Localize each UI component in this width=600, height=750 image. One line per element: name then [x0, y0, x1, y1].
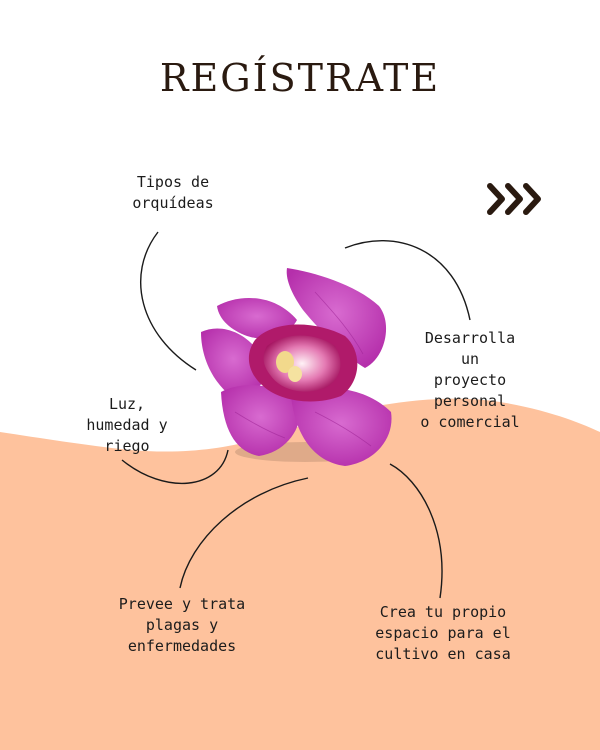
label-tipos-de-orquideas: Tipos de orquídeas — [132, 173, 214, 212]
label-desarrolla-proyecto: Desarrolla un proyecto personal o comerc… — [420, 329, 520, 431]
orchid-flower-image — [201, 268, 392, 466]
triple-chevron-right-icon[interactable] — [486, 182, 544, 216]
page-title: REGÍSTRATE — [159, 56, 441, 100]
label-luz-humedad-riego: Luz, humedad y riego — [86, 395, 168, 455]
label-prevee-plagas: Prevee y trata plagas y enfermedades — [118, 595, 246, 655]
label-crea-espacio: Crea tu propio espacio para el cultivo e… — [375, 603, 511, 663]
